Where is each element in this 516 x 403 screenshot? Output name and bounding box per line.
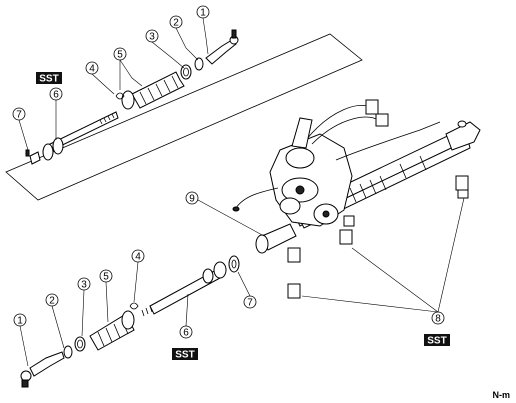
- callout-2-top: 2: [169, 15, 183, 29]
- svg-text:2: 2: [49, 296, 55, 307]
- callout-6-top: 6: [49, 87, 63, 101]
- callout-1-top: 1: [196, 5, 210, 19]
- callout-1-bottom: 1: [13, 313, 27, 327]
- svg-text:1: 1: [17, 316, 23, 327]
- svg-text:3: 3: [81, 280, 87, 291]
- inset-panel-outline: [5, 33, 363, 201]
- top-assembly: [18, 17, 239, 165]
- svg-text:6: 6: [53, 90, 59, 101]
- svg-text:8: 8: [435, 314, 441, 325]
- mount-bushings: [287, 175, 469, 299]
- svg-text:7: 7: [247, 298, 253, 309]
- callout-5-top: 5: [113, 47, 127, 61]
- boot-top: [121, 71, 185, 110]
- locknut-bottom: [63, 345, 73, 359]
- boot-clamp-top: [180, 64, 192, 80]
- svg-text:4: 4: [89, 64, 95, 75]
- svg-text:4: 4: [135, 252, 141, 263]
- tie-rod-end-top: [205, 29, 239, 65]
- sst-label-top: SST: [36, 72, 62, 85]
- callout-9: 9: [185, 191, 199, 205]
- bottom-assembly: [19, 197, 465, 388]
- tie-rod-end-bottom: [20, 351, 65, 388]
- svg-text:5: 5: [103, 272, 109, 283]
- callout-4-bottom: 4: [131, 249, 145, 263]
- callout-4-top: 4: [85, 61, 99, 75]
- svg-text:5: 5: [117, 50, 123, 61]
- callout-8: 8: [431, 311, 445, 325]
- tie-rod-bottom: [141, 261, 227, 317]
- wire-clip-bottom: [129, 302, 139, 310]
- tie-rod-top: [42, 111, 119, 161]
- locknut-top: [194, 57, 204, 71]
- boot-clamp-bottom: [74, 336, 86, 352]
- locking-washer-top: [25, 149, 41, 165]
- svg-text:SST: SST: [39, 74, 58, 85]
- svg-text:6: 6: [183, 328, 189, 339]
- callout-2-bottom: 2: [45, 293, 59, 307]
- svg-text:3: 3: [149, 32, 155, 43]
- svg-text:SST: SST: [175, 350, 194, 361]
- boot-bottom: [89, 310, 135, 351]
- callout-6-bottom: 6: [179, 325, 193, 339]
- sst-label-right: SST: [424, 334, 450, 347]
- svg-text:SST: SST: [427, 336, 446, 347]
- callout-3-bottom: 3: [77, 277, 91, 291]
- svg-text:1: 1: [200, 8, 206, 19]
- svg-text:9: 9: [189, 194, 195, 205]
- wire-clip-top: [115, 92, 125, 100]
- callout-5-bottom: 5: [99, 269, 113, 283]
- svg-text:2: 2: [173, 18, 179, 29]
- figure-code: N-m: [493, 390, 511, 400]
- callout-7-top: 7: [12, 107, 26, 121]
- steering-gear-housing: [232, 99, 481, 299]
- callout-3-top: 3: [145, 29, 159, 43]
- locking-washer-bottom: [228, 255, 240, 273]
- callout-7-bottom: 7: [243, 295, 257, 309]
- svg-text:7: 7: [16, 110, 22, 121]
- sst-label-bottom: SST: [172, 348, 198, 361]
